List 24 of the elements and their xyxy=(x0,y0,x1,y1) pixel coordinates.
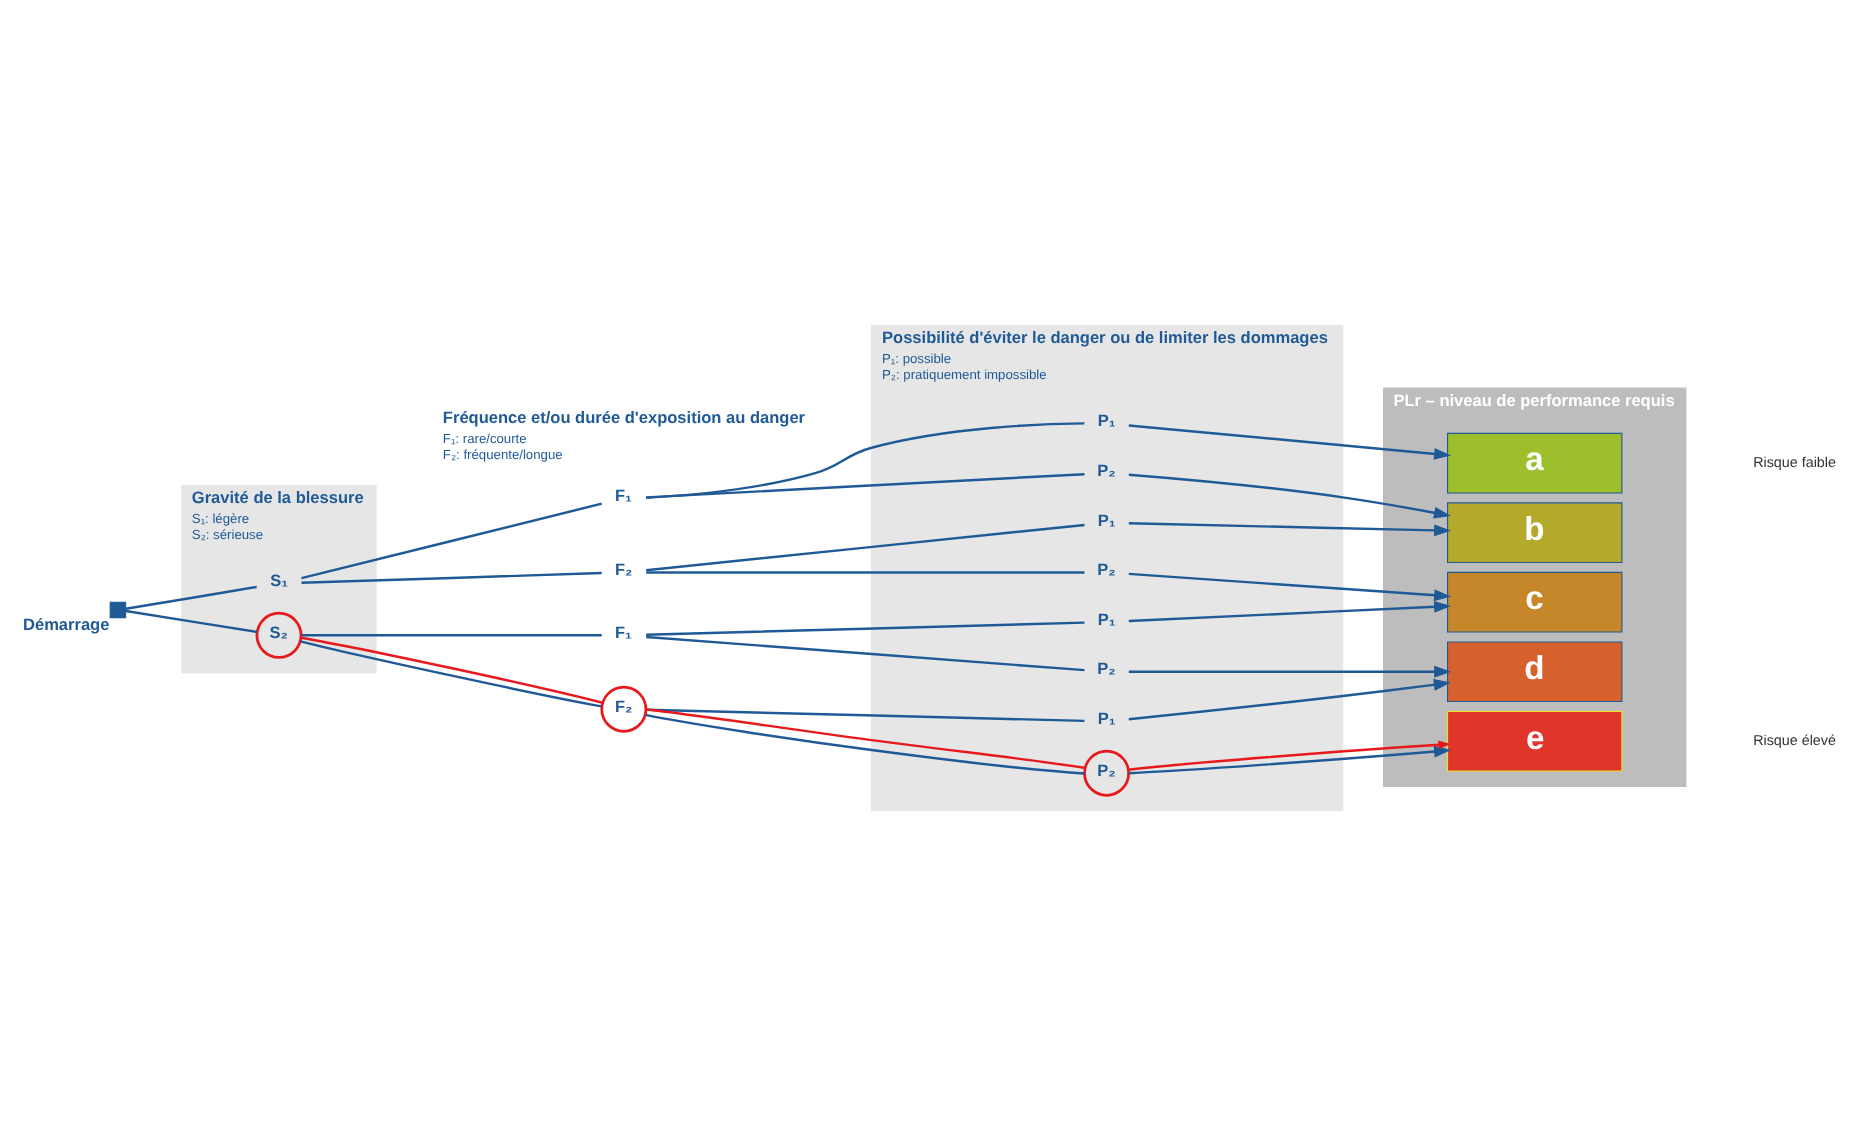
arrow xyxy=(1128,423,1452,459)
connector xyxy=(646,620,1085,635)
connector xyxy=(301,501,603,579)
arrow xyxy=(1128,664,1452,677)
connector xyxy=(646,522,1085,571)
node-box: d xyxy=(1447,640,1623,702)
connector xyxy=(125,584,257,609)
node-box: e xyxy=(1447,709,1623,771)
node-box: b xyxy=(1447,501,1623,563)
arrow xyxy=(1128,599,1452,622)
connector xyxy=(646,421,1085,498)
connector xyxy=(301,570,602,583)
node-box: a xyxy=(1447,431,1623,493)
connector xyxy=(125,608,258,633)
node-box: c xyxy=(1447,570,1623,632)
arrow xyxy=(1128,521,1452,536)
arrow xyxy=(1128,472,1451,518)
arrow xyxy=(1128,677,1451,720)
connector xyxy=(646,634,1085,671)
connector xyxy=(646,570,1085,573)
node-box xyxy=(109,600,127,618)
connector xyxy=(646,472,1085,498)
arrow xyxy=(1128,571,1452,601)
connector xyxy=(301,633,602,636)
